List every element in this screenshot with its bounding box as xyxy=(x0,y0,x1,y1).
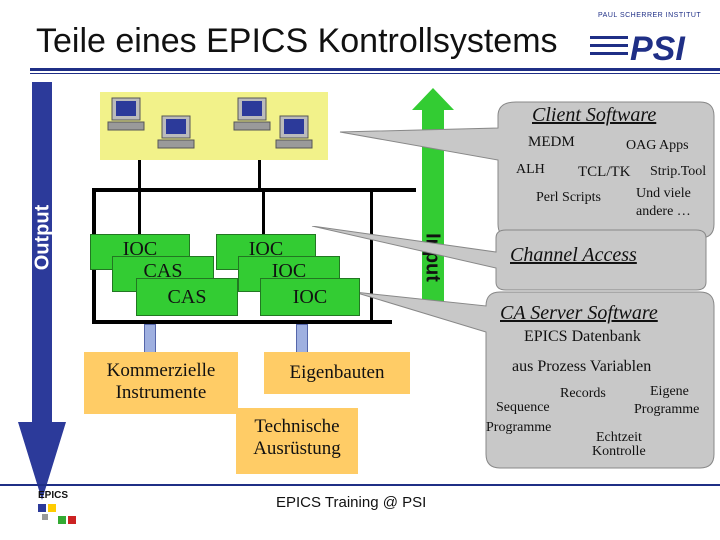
title-underline-thin xyxy=(30,73,720,74)
client-item-alh: ALH xyxy=(516,162,545,177)
workstation-icon-1 xyxy=(107,97,145,131)
client-item-medm: MEDM xyxy=(528,134,575,150)
psi-institute-label: PAUL SCHERRER INSTITUT xyxy=(598,12,702,19)
psi-logo: PSI xyxy=(590,30,686,66)
workstation-icons xyxy=(107,97,313,149)
client-item-more-1: Und viele xyxy=(636,186,691,201)
ca-server-bubble xyxy=(353,291,715,469)
commercial-line-1: Kommerzielle xyxy=(106,360,216,381)
client-item-more-2: andere … xyxy=(636,204,691,219)
custom-label: Eigenbauten xyxy=(289,362,385,383)
server-item-realtime-1: Echtzeit xyxy=(596,430,642,445)
client-item-striptool: Strip.Tool xyxy=(650,164,707,179)
ca-server-heading: CA Server Software xyxy=(500,302,658,324)
title-underline xyxy=(30,68,720,71)
network-line xyxy=(92,188,416,192)
page-title: Teile eines EPICS Kontrollsystems xyxy=(36,22,558,60)
server-item-records: Records xyxy=(560,386,606,401)
server-item-pv: aus Prozess Variablen xyxy=(512,358,652,375)
technical-line-1: Technische xyxy=(254,416,340,437)
network-drop-3 xyxy=(138,190,141,234)
server-item-own-2: Programme xyxy=(634,402,700,417)
footer-rule xyxy=(0,484,720,486)
client-item-perl: Perl Scripts xyxy=(536,190,601,205)
epics-logo-text: EPICS xyxy=(38,490,69,501)
network-drop-1 xyxy=(138,160,141,190)
ioc-card-3: IOC xyxy=(260,278,360,316)
workstation-icon-2 xyxy=(157,115,195,149)
client-software-heading: Client Software xyxy=(532,104,657,126)
technical-line-2: Ausrüstung xyxy=(253,438,341,459)
network-bottom-rail xyxy=(92,320,392,324)
commercial-line-2: Instrumente xyxy=(115,382,207,403)
network-right-rail xyxy=(370,190,373,322)
cas-card-3: CAS xyxy=(136,278,238,316)
workstation-icon-3 xyxy=(233,97,271,131)
channel-access-bubble xyxy=(311,226,707,291)
network-drop-4 xyxy=(262,190,265,234)
server-item-realtime-2: Kontrolle xyxy=(592,444,646,459)
channel-access-label: Channel Access xyxy=(510,244,637,266)
output-label: Output xyxy=(31,204,54,271)
technical-equipment-box: Technische Ausrüstung xyxy=(236,408,358,474)
client-item-oag: OAG Apps xyxy=(626,138,689,153)
psi-mark: PSI xyxy=(630,30,686,66)
client-item-tcltk: TCL/TK xyxy=(578,164,631,180)
server-item-own-1: Eigene xyxy=(650,384,689,399)
epics-logo-icon xyxy=(38,504,76,524)
server-item-seq-2: Programme xyxy=(486,420,552,435)
custom-built-box: Eigenbauten xyxy=(264,352,410,394)
footer-training: EPICS Training @ PSI xyxy=(276,494,427,511)
workstation-icon-4 xyxy=(275,115,313,149)
server-item-database: EPICS Datenbank xyxy=(524,328,641,345)
output-arrow xyxy=(18,82,66,500)
commercial-instruments-box: Kommerzielle Instrumente xyxy=(84,352,238,414)
server-item-seq-1: Sequence xyxy=(496,400,550,415)
network-drop-2 xyxy=(258,160,261,190)
